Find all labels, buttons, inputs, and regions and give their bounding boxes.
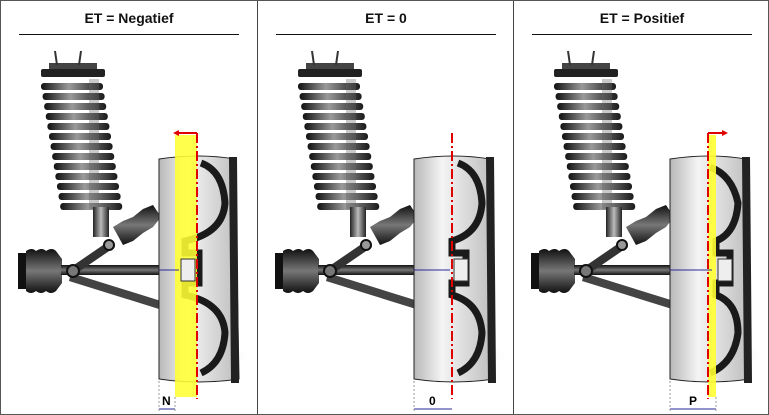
mounting-plane: [708, 135, 716, 397]
cv-boot-inner: [531, 249, 575, 293]
spring-coil: [563, 143, 626, 150]
drive-shaft: [61, 265, 161, 275]
panel-title: ET = Positief: [599, 10, 685, 26]
offset-dimension-label: P: [689, 394, 698, 408]
coil-spring-turns: [41, 79, 123, 210]
spring-coil: [565, 153, 628, 160]
spring-coil: [315, 193, 378, 200]
spring-coil: [57, 183, 119, 190]
cv-boot-outer: [626, 205, 674, 245]
spring-coil: [302, 113, 365, 120]
panel-negative-offset: ET = Negatief: [1, 1, 257, 414]
coil-spring-turns: [554, 79, 636, 210]
shock-absorber-rod: [93, 207, 109, 237]
wheel-hub: [180, 258, 196, 282]
coil-spring: [41, 50, 105, 77]
spring-coil: [314, 183, 376, 190]
spring-coil: [557, 103, 620, 110]
wheel-hub: [717, 258, 733, 282]
drive-shaft: [318, 265, 418, 275]
spring-coil: [55, 173, 118, 180]
panel-positive-offset: ET = Positief: [513, 1, 769, 414]
spring-coil: [570, 183, 632, 190]
spring-coil: [301, 103, 364, 110]
spring-coil: [45, 113, 108, 120]
coil-spring: [554, 50, 618, 77]
panel-title: ET = Negatief: [84, 10, 174, 26]
drive-shaft: [574, 265, 674, 275]
coil-spring-turns: [298, 79, 380, 210]
spring-coil: [562, 133, 624, 140]
cv-boot-outer: [370, 205, 418, 245]
spring-coil: [299, 93, 362, 100]
spring-coil: [47, 123, 110, 130]
suspension-wheel-illustration: [18, 50, 251, 413]
spring-coil: [566, 163, 629, 170]
title-underline: [532, 34, 752, 35]
shock-absorber-body: [346, 79, 356, 209]
shock-absorber-rod: [350, 207, 366, 237]
spring-coil: [298, 83, 360, 90]
spring-coil: [58, 193, 121, 200]
spring-coil: [50, 143, 113, 150]
spring-coil: [555, 93, 618, 100]
offset-dimension-label: 0: [429, 394, 436, 408]
shock-absorber-body: [602, 79, 612, 209]
offset-arrowhead: [722, 130, 728, 136]
suspension-wheel-illustration: [275, 50, 508, 413]
spring-coil: [42, 93, 105, 100]
spring-coil: [571, 193, 634, 200]
spring-coil: [306, 133, 368, 140]
spring-coil: [312, 173, 375, 180]
lower-control-arm: [323, 239, 418, 309]
spring-coil: [307, 143, 370, 150]
title-underline: [276, 34, 496, 35]
cv-boot-outer: [113, 205, 161, 245]
spring-coil: [560, 123, 623, 130]
spring-coil: [554, 83, 616, 90]
shock-absorber-body: [89, 79, 99, 209]
spring-coil: [304, 123, 367, 130]
spring-coil: [41, 83, 103, 90]
lower-control-arm: [66, 239, 161, 309]
spring-coil: [49, 133, 111, 140]
suspension-wheel-illustration: [531, 50, 764, 413]
offset-arrowhead: [173, 130, 179, 136]
spring-coil: [53, 163, 116, 170]
wheel-hub: [453, 258, 469, 282]
offset-dimension-label: N: [162, 394, 171, 408]
panel-zero-offset: ET = 0: [257, 1, 514, 414]
spring-coil: [44, 103, 107, 110]
cv-boot-inner: [275, 249, 319, 293]
spring-coil: [52, 153, 115, 160]
spring-coil: [309, 153, 372, 160]
spring-coil: [310, 163, 373, 170]
coil-spring: [298, 50, 362, 77]
spring-coil: [568, 173, 631, 180]
cv-boot-inner: [18, 249, 62, 293]
panel-title: ET = 0: [365, 10, 407, 26]
title-underline: [19, 34, 239, 35]
lower-control-arm: [579, 239, 674, 309]
shock-absorber-rod: [606, 207, 622, 237]
spring-coil: [558, 113, 621, 120]
